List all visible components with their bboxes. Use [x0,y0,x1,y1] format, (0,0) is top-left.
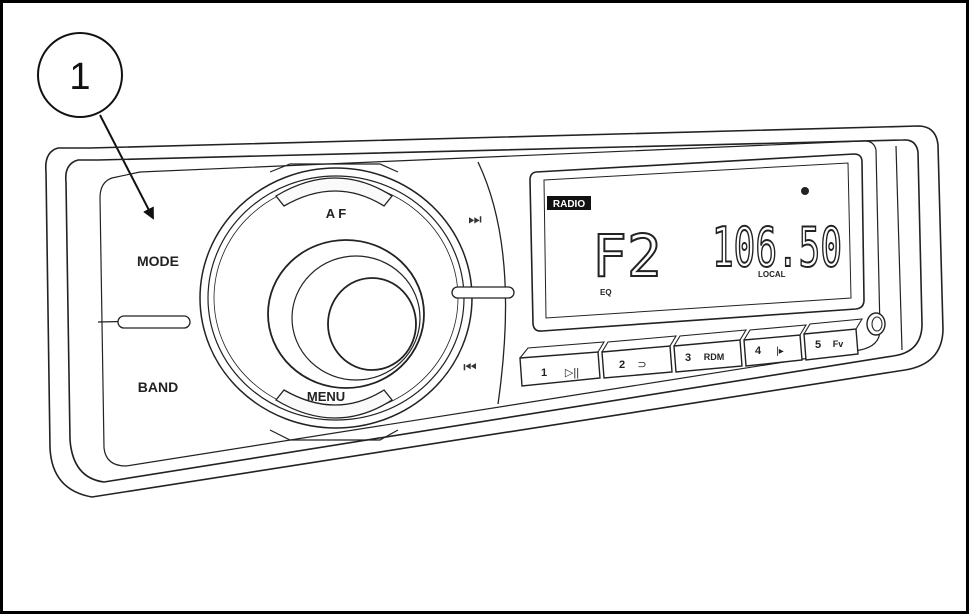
lcd-display: RADIO F2 106.50 EQ LOCAL [529,153,865,332]
preset-3-number: 3 [685,352,691,364]
preset-2-body [601,345,673,379]
right-edge [895,145,903,351]
preset-3-top [673,329,748,347]
knob-bottom-tab [269,429,399,441]
preset-4-top [743,324,808,341]
preset-2-top [601,335,678,353]
radio-faceplate [44,125,944,498]
aux-jack[interactable] [866,312,886,336]
band-button[interactable]: BAND [138,379,178,395]
callout-1: 1 [37,32,154,220]
seek-rocker[interactable] [451,286,515,299]
mode-band-rocker[interactable] [117,315,191,329]
knob-top-tab [269,163,399,173]
stereo-indicator-icon [801,187,809,195]
lcd-screen [543,162,852,319]
preset-button-1[interactable]: 1 ▷|| [519,341,606,387]
preset-row: 1 ▷|| 2 ⊃ 3 RDM 4 |▸ 5 Fv [519,318,864,387]
source-tag: RADIO [553,199,585,210]
source-tag-box [547,196,591,210]
callout-number: 1 [69,56,90,98]
faceplate-inner [64,139,923,483]
seek-button-group: ⏭ ⏮ [451,211,515,376]
preset-button-3[interactable]: 3 RDM [673,329,748,373]
faceplate-outer [44,125,944,498]
preset-4-number: 4 [755,345,762,357]
frequency-readout: 106.50 [712,216,842,279]
band-readout: F2 [592,222,662,290]
preset-button-4[interactable]: 4 |▸ [743,324,808,367]
preset-5-body [803,328,859,361]
panel-divider [477,161,507,405]
preset-4-body [743,334,803,367]
lcd-bezel [529,153,865,332]
preset-2-number: 2 [619,359,625,371]
preset-button-5[interactable]: 5 Fv [803,318,864,361]
local-indicator: LOCAL [758,270,786,279]
preset-5-number: 5 [815,339,821,351]
prev-track-icon[interactable]: ⏮ [463,359,477,376]
callout-arrow [99,114,154,220]
preset-3-body [673,339,743,373]
aux-jack-inner [871,316,883,332]
next-track-icon[interactable]: ⏭ [468,211,482,228]
menu-button-label[interactable]: MENU [307,389,345,404]
front-panel [99,140,881,467]
af-button-arc[interactable] [275,177,393,207]
preset-3-label: RDM [704,352,725,362]
volume-knob-side [291,255,421,381]
eq-indicator: EQ [600,288,612,297]
preset-2-label: ⊃ [637,359,646,371]
preset-button-2[interactable]: 2 ⊃ [601,335,678,379]
preset-1-top [519,341,606,359]
preset-1-label: ▷|| [565,367,579,379]
preset-5-top [803,318,864,335]
callout-circle [37,32,123,118]
left-button-group: MODE BAND [97,253,191,395]
menu-button-arc[interactable] [275,389,393,419]
mode-button[interactable]: MODE [137,253,179,269]
preset-5-label: Fv [833,339,844,349]
volume-knob-cap [327,277,417,371]
control-knob-assembly: A F MENU [199,163,473,441]
preset-4-label: |▸ [776,346,784,357]
af-button-label[interactable]: A F [326,206,347,221]
preset-1-number: 1 [541,367,547,379]
preset-1-body [519,351,601,387]
